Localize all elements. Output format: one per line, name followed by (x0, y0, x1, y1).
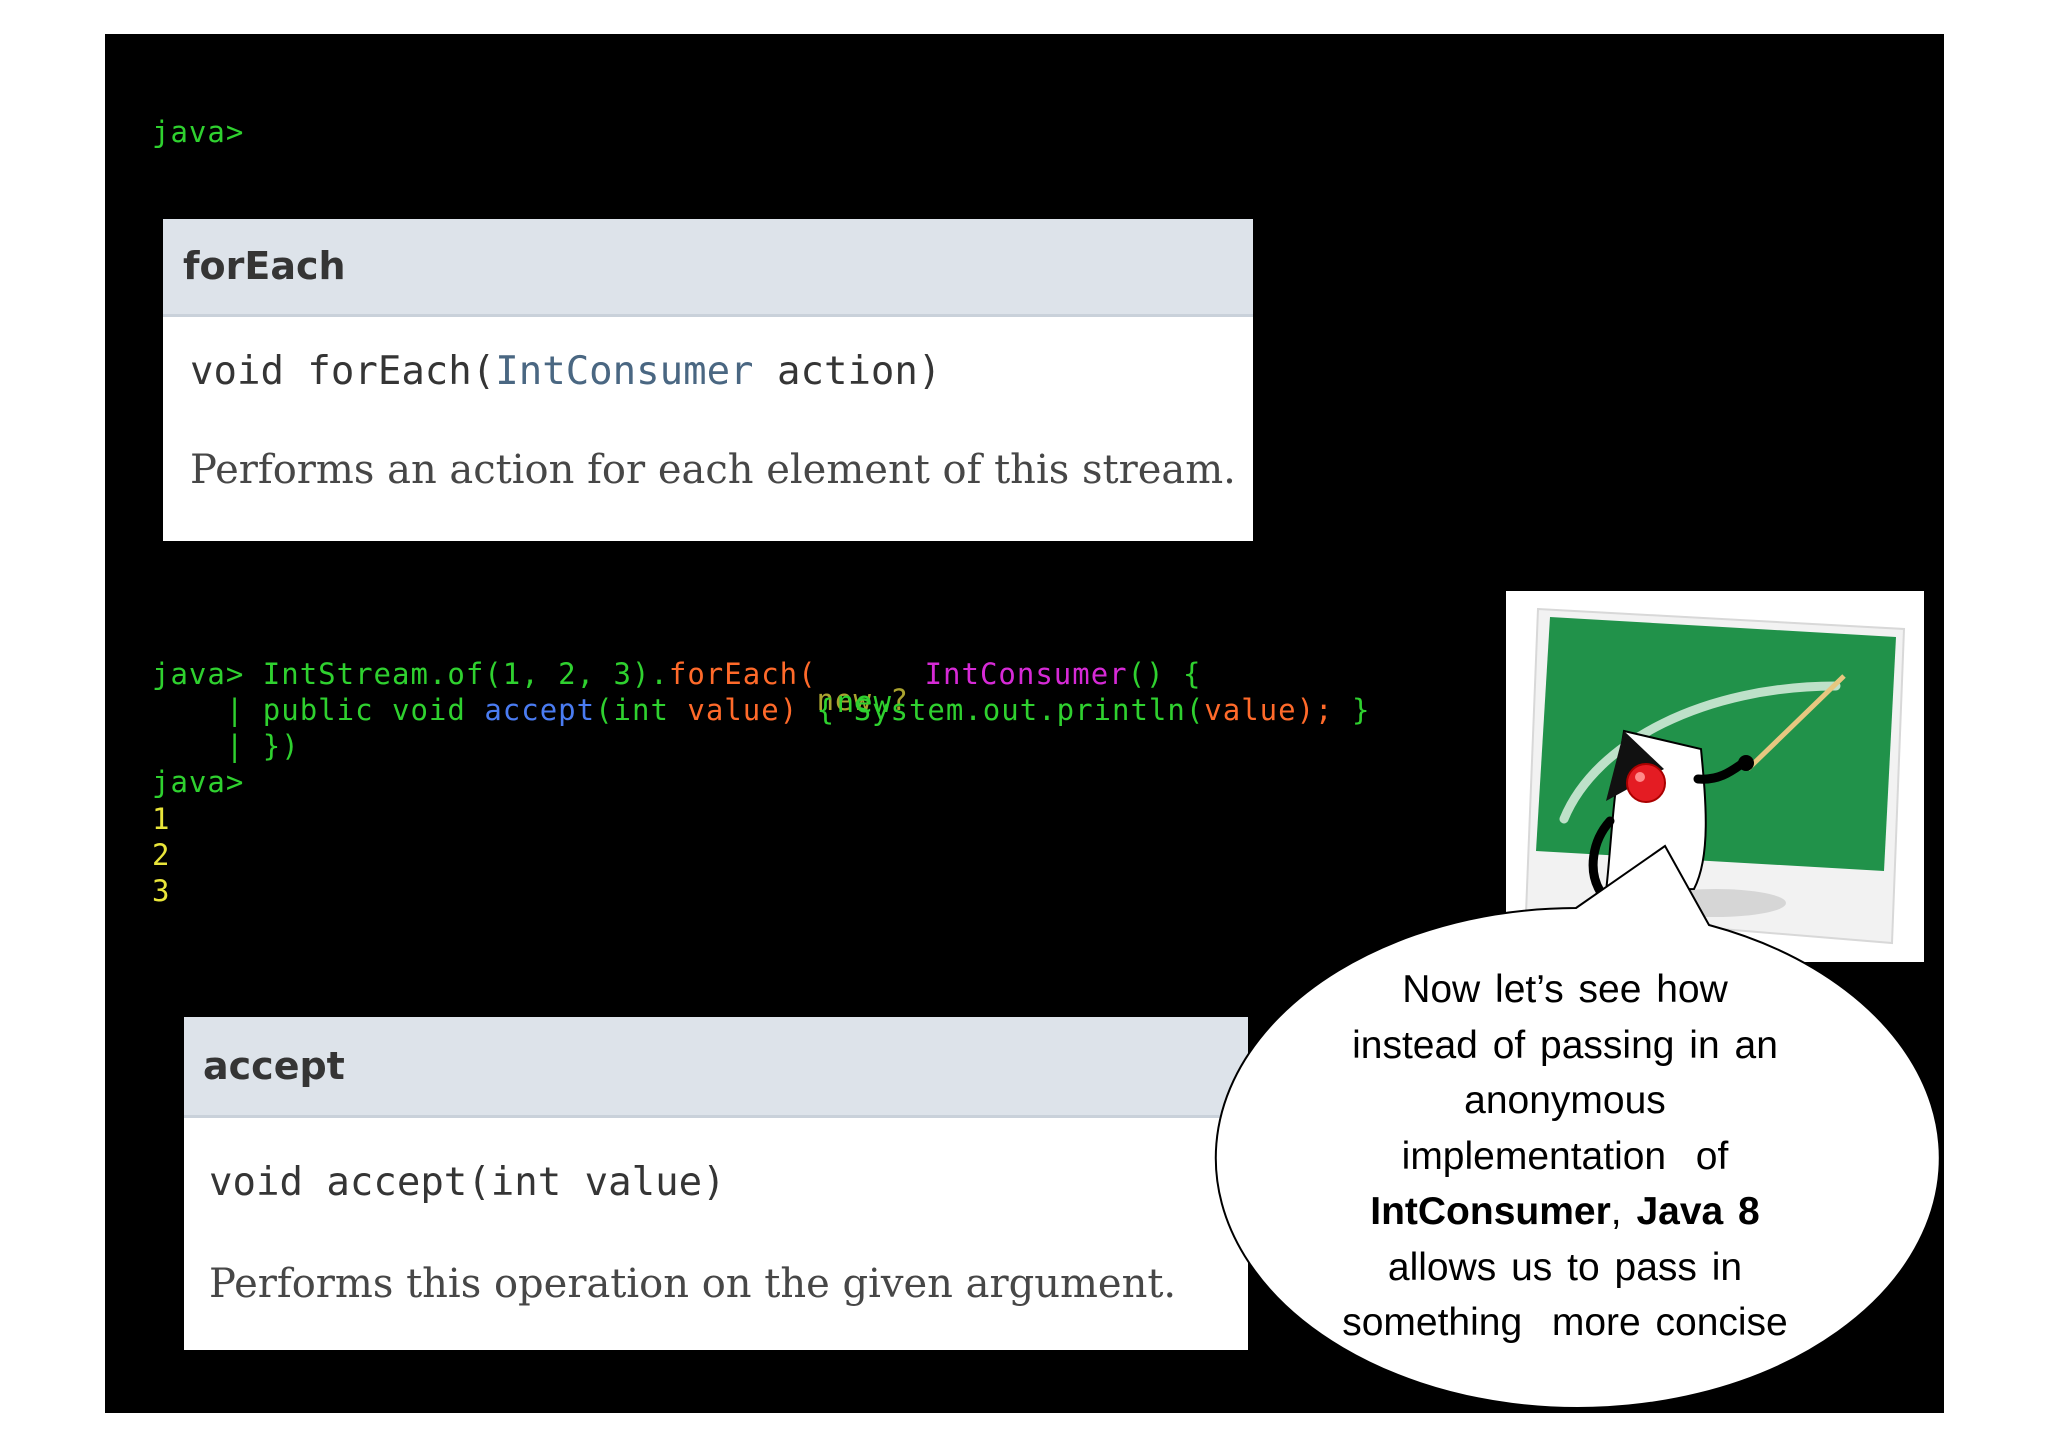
bubble-line: something more concise (1342, 1301, 1788, 1344)
command-intstream: IntStream.of(1, 2, 3). (262, 657, 669, 691)
duke-teacher-photo (1506, 591, 1924, 962)
code-close-call: }) (262, 729, 300, 763)
code-accept-method: accept (484, 693, 596, 727)
command-intconsumer: IntConsumer (924, 657, 1128, 691)
foreach-doc-card: forEach void forEach(IntConsumer action)… (163, 219, 1253, 541)
bubble-intconsumer: IntConsumer (1370, 1190, 1611, 1233)
code-public-void: public void (262, 693, 466, 727)
foreach-sig-suffix: action) (753, 349, 942, 394)
command-prompt: java> (152, 657, 245, 691)
output-line: 3 (152, 874, 171, 908)
accept-doc-heading: accept (184, 1017, 1248, 1118)
continuation-bar: | (225, 729, 245, 763)
jshell-prompt-after: java> (152, 765, 245, 799)
accept-description: Performs this operation on the given arg… (209, 1261, 1177, 1307)
bubble-line: allows us to pass in (1387, 1245, 1743, 1289)
foreach-signature: void forEach(IntConsumer action) (190, 349, 941, 394)
output-line: 1 (152, 802, 171, 836)
command-line-3: | }) (152, 728, 300, 764)
output-line: 2 (152, 838, 171, 872)
bubble-line: Now let’s see how (1402, 968, 1728, 1011)
code-close-brace: } (1351, 693, 1371, 727)
speech-bubble-text: Now let’s see how instead of passing in … (1255, 962, 1875, 1351)
bubble-line: instead of passing in an (1352, 1023, 1778, 1067)
command-new: new (836, 685, 892, 719)
command-tail: () { (1127, 657, 1202, 691)
code-int: (int (595, 693, 669, 727)
code-println-arg: value); (1204, 693, 1334, 727)
code-value-param: value) (687, 693, 799, 727)
accept-heading-text: accept (203, 1044, 345, 1088)
bubble-comma: , (1610, 1190, 1637, 1233)
bubble-line: implementation of (1401, 1134, 1729, 1178)
duke-teacher-icon (1524, 607, 1906, 945)
continuation-bar: | (225, 693, 245, 727)
command-line-1: java> IntStream.of(1, 2, 3).forEach(new … (152, 656, 1202, 719)
bubble-line: IntConsumer, Java 8 (1255, 1184, 1875, 1240)
command-line-2: | public void accept(int value) { System… (152, 692, 1370, 728)
command-foreach: forEach( (668, 657, 817, 691)
foreach-sig-prefix: void forEach( (190, 349, 496, 394)
foreach-description: Performs an action for each element of t… (190, 447, 1236, 493)
completion-ghost-text: new ? (816, 683, 909, 717)
foreach-sig-type: IntConsumer (495, 349, 754, 394)
foreach-heading-text: forEach (183, 244, 346, 288)
bubble-java8: Java 8 (1636, 1190, 1760, 1233)
code-system-println: System.out.println( (853, 693, 1205, 727)
foreach-doc-heading: forEach (163, 219, 1253, 317)
code-open-brace: { (816, 693, 836, 727)
jshell-prompt: java> (152, 115, 245, 149)
bubble-line: anonymous (1464, 1079, 1666, 1122)
accept-doc-card: accept void accept(int value) Performs t… (184, 1017, 1248, 1350)
accept-signature: void accept(int value) (209, 1160, 726, 1205)
